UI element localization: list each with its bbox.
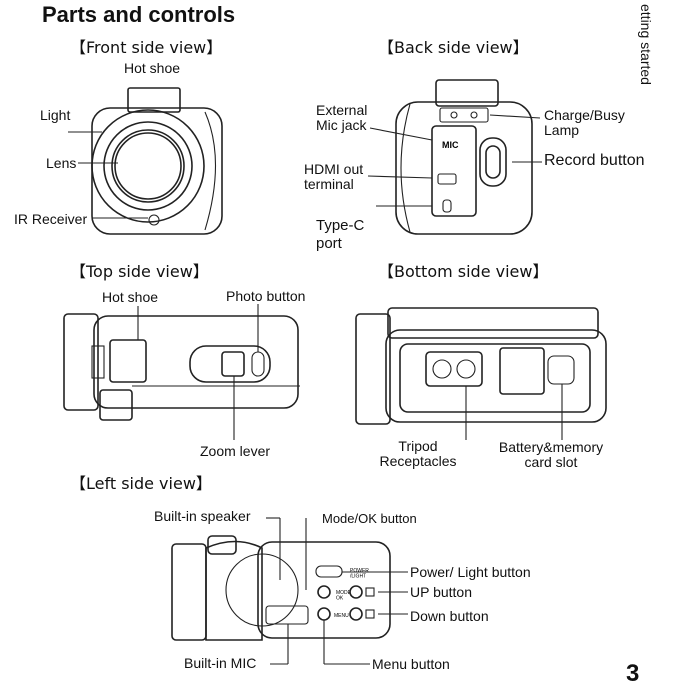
front-view-drawing bbox=[68, 87, 223, 235]
label-top-zoom-lever: Zoom lever bbox=[200, 443, 271, 459]
label-bottom-battery: Battery&memory card slot bbox=[498, 439, 604, 470]
menu-mark: MENU bbox=[334, 613, 349, 619]
power-mark: POWER/LIGHT bbox=[350, 568, 369, 580]
back-view-drawing: MIC bbox=[367, 79, 542, 235]
label-front-lens: Lens bbox=[46, 155, 77, 171]
label-back-external-mic-jack: External Mic jack bbox=[316, 102, 368, 133]
label-top-hot-shoe: Hot shoe bbox=[102, 289, 159, 305]
label-front-ir-receiver: IR Receiver bbox=[14, 211, 88, 227]
label-left-menu: Menu button bbox=[372, 656, 450, 672]
mic-jack-mark: MIC bbox=[442, 140, 459, 150]
top-view-drawing bbox=[63, 304, 300, 440]
label-bottom-tripod: Tripod Receptacles bbox=[379, 438, 457, 469]
label-left-up: UP button bbox=[410, 584, 473, 600]
left-view-heading: 【Left side view】 bbox=[70, 474, 212, 493]
bottom-view-heading: 【Bottom side view】 bbox=[378, 262, 549, 281]
top-view-heading: 【Top side view】 bbox=[70, 262, 209, 281]
label-left-mode-ok: Mode/OK button bbox=[322, 511, 417, 526]
label-back-record-button: Record button bbox=[544, 152, 645, 169]
chapter-tab: etting started bbox=[638, 4, 654, 85]
bottom-view-drawing bbox=[355, 307, 607, 440]
label-front-hot-shoe: Hot shoe bbox=[124, 60, 181, 76]
label-left-down: Down button bbox=[410, 608, 489, 624]
page-number: 3 bbox=[626, 660, 640, 687]
label-left-speaker: Built-in speaker bbox=[154, 508, 251, 524]
label-left-power-light: Power/ Light button bbox=[410, 564, 531, 580]
label-top-photo-button: Photo button bbox=[226, 288, 306, 304]
page-title: Parts and controls bbox=[42, 2, 236, 27]
label-front-light: Light bbox=[40, 107, 71, 123]
label-back-charge-busy: Charge/Busy Lamp bbox=[544, 107, 625, 138]
back-view-heading: 【Back side view】 bbox=[378, 38, 529, 57]
label-back-type-c: Type-C port bbox=[316, 217, 365, 252]
label-left-mic: Built-in MIC bbox=[184, 655, 257, 671]
label-back-hdmi-out: HDMI out terminal bbox=[304, 161, 364, 192]
front-view-heading: 【Front side view】 bbox=[70, 38, 223, 57]
